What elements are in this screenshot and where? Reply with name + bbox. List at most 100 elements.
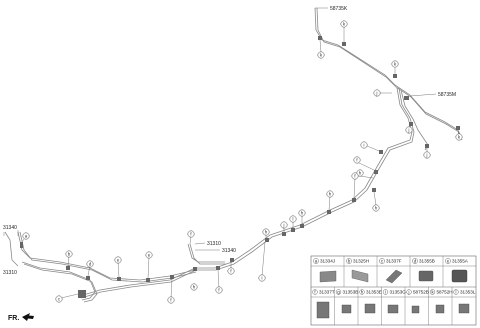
callout-h-b: h — [372, 204, 380, 212]
part-58735m: 58735M — [438, 92, 456, 98]
svg-text:a: a — [25, 234, 28, 239]
svg-text:e: e — [447, 258, 450, 263]
svg-text:h: h — [265, 230, 268, 235]
callout-f: f — [187, 230, 195, 238]
svg-text:f: f — [170, 298, 172, 303]
svg-text:31353L: 31353L — [460, 290, 476, 295]
svg-text:e: e — [117, 258, 120, 263]
svg-text:58752H: 58752H — [437, 290, 453, 295]
callout-h-e: h — [298, 209, 306, 217]
svg-text:h: h — [375, 206, 378, 211]
part-58752b-icon — [411, 305, 420, 314]
svg-text:k: k — [320, 53, 323, 58]
svg-text:31325H: 31325H — [353, 259, 369, 264]
callout-k-right: k — [455, 133, 463, 141]
svg-text:j: j — [408, 289, 410, 294]
svg-text:i: i — [385, 289, 386, 294]
svg-text:g: g — [337, 289, 340, 294]
svg-text:j: j — [408, 128, 410, 133]
svg-text:d: d — [89, 262, 92, 267]
legend-cell-b: b 31325H — [346, 258, 369, 283]
svg-text:h: h — [301, 211, 304, 216]
svg-text:a: a — [315, 258, 318, 263]
svg-text:i: i — [262, 276, 263, 281]
callout-j-a: j — [373, 89, 381, 97]
svg-text:d: d — [414, 258, 417, 263]
callout-h-upper: h — [356, 169, 364, 177]
part-31355b-icon — [418, 270, 434, 282]
part-31355a-icon — [451, 269, 468, 283]
parts-legend-table: a 31334J b 31325H c 31337F d 31355B e 31… — [310, 255, 477, 326]
callout-e-b: e — [114, 256, 122, 264]
part-31353g-icon — [387, 304, 399, 314]
callout-h-f: h — [190, 283, 198, 291]
legend-cell-g: g 31353B — [335, 289, 359, 314]
callout-g-mid: f — [351, 172, 359, 180]
legend-cell-f: f 31337T — [312, 289, 335, 319]
svg-text:k: k — [458, 135, 461, 140]
svg-text:b: b — [68, 252, 71, 257]
svg-text:31353B: 31353B — [343, 290, 359, 295]
svg-text:f: f — [218, 288, 220, 293]
svg-text:31334J: 31334J — [320, 259, 335, 264]
part-31310-mid: 31310 — [207, 241, 221, 247]
callout-k-top: k — [340, 20, 348, 28]
legend-cell-a: a 31334J — [313, 258, 337, 283]
callout-j-c: j — [423, 151, 431, 159]
svg-text:l: l — [293, 217, 294, 222]
svg-text:j: j — [283, 223, 285, 228]
legend-cell-j: j 58752B — [406, 289, 429, 314]
svg-text:f: f — [314, 289, 316, 294]
svg-text:b: b — [348, 258, 351, 263]
svg-text:f: f — [354, 174, 356, 179]
callout-g-upper: f — [353, 156, 361, 164]
legend-cell-i: i 31353G — [382, 289, 407, 314]
legend-cell-h: h 31353E — [359, 289, 382, 314]
front-label: FR. — [8, 315, 19, 322]
svg-text:31353G: 31353G — [390, 290, 407, 295]
svg-text:c: c — [381, 258, 383, 263]
callouts: k k k k j j j i f h f h h h j l h i f f … — [22, 20, 463, 304]
svg-text:31337F: 31337F — [386, 259, 402, 264]
svg-text:k: k — [431, 289, 434, 294]
svg-text:f: f — [230, 269, 232, 274]
legend-cell-c: c 31337F — [379, 258, 403, 284]
part-31337t-icon — [316, 301, 330, 319]
svg-text:c: c — [58, 297, 60, 302]
callout-j-b: j — [405, 126, 413, 134]
front-arrow-icon — [22, 313, 34, 321]
part-58752h-icon — [435, 304, 445, 314]
part-31334j-icon — [319, 270, 337, 283]
svg-text:31337T: 31337T — [319, 290, 335, 295]
legend-cell-e: e 31355A — [445, 258, 469, 283]
svg-text:j: j — [376, 91, 378, 96]
callout-d: d — [86, 260, 94, 268]
svg-text:f: f — [190, 232, 192, 237]
svg-text:31353E: 31353E — [366, 290, 382, 295]
callout-k-left: k — [317, 51, 325, 59]
callout-a: a — [22, 232, 30, 240]
part-31353b-icon — [341, 304, 352, 314]
part-58735k: 58735K — [330, 6, 348, 12]
svg-text:31355B: 31355B — [419, 259, 435, 264]
legend-cell-k: k 58752H — [429, 289, 453, 314]
part-31310-front: 31310 — [3, 270, 17, 276]
callout-k-mid: k — [391, 60, 399, 68]
svg-text:h: h — [193, 285, 196, 290]
callout-b: b — [65, 250, 73, 258]
part-31353e-icon — [364, 303, 376, 314]
callout-g-b: f — [215, 286, 223, 294]
callout-h-d: h — [262, 228, 270, 236]
svg-text:e: e — [148, 253, 151, 258]
svg-text:j: j — [426, 153, 428, 158]
part-31353l-icon — [458, 303, 470, 314]
svg-text:h: h — [359, 171, 362, 176]
callout-h-c: h — [326, 190, 334, 198]
legend-cell-d: d 31355B — [412, 258, 435, 282]
legend-cell-l: l 31353L — [453, 289, 476, 314]
svg-text:k: k — [394, 62, 397, 67]
part-31337f-icon — [385, 269, 403, 284]
callout-c: c — [55, 295, 63, 303]
svg-text:l: l — [456, 289, 457, 294]
